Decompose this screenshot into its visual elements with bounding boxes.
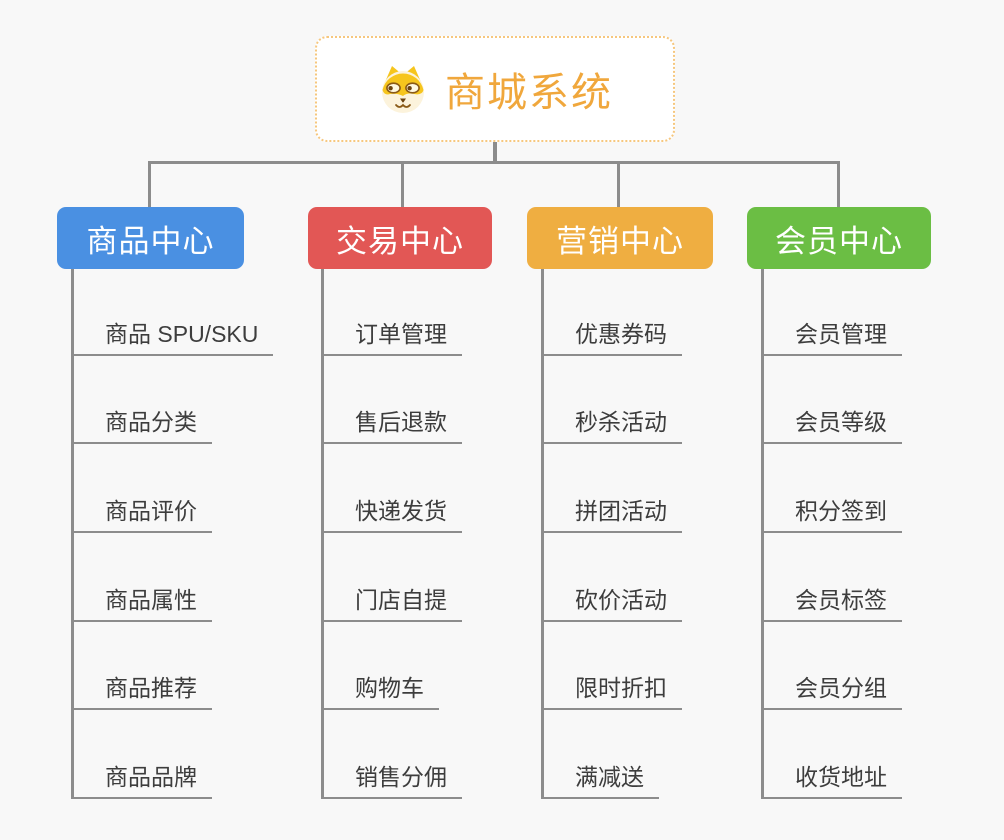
leaf-node[interactable]: 满减送 [541,757,659,799]
leaf-node[interactable]: 限时折扣 [541,668,682,710]
connector-root-drop [493,140,497,163]
leaf-node[interactable]: 会员分组 [761,668,902,710]
branch-node-marketing-center[interactable]: 营销中心 [527,207,713,269]
leaf-node[interactable]: 商品评价 [71,491,212,533]
leaf-node[interactable]: 收货地址 [761,757,902,799]
leaf-node[interactable]: 会员管理 [761,314,902,356]
leaf-node[interactable]: 积分签到 [761,491,902,533]
connector-column-rail [71,268,74,799]
connector-column-rail [761,268,764,799]
leaf-node[interactable]: 商品 SPU/SKU [71,314,274,356]
leaf-node[interactable]: 砍价活动 [541,580,682,622]
connector-branch-drop [617,161,620,210]
connector-branch-drop [148,161,151,210]
leaf-node[interactable]: 购物车 [321,668,439,710]
leaf-node[interactable]: 订单管理 [321,314,462,356]
dog-face-icon [377,63,429,115]
leaf-node[interactable]: 会员标签 [761,580,902,622]
leaf-node[interactable]: 商品分类 [71,402,212,444]
leaf-node[interactable]: 快递发货 [321,491,462,533]
branch-label: 会员中心 [775,223,903,259]
leaf-node[interactable]: 会员等级 [761,402,902,444]
leaf-node[interactable]: 拼团活动 [541,491,682,533]
leaf-node[interactable]: 商品属性 [71,580,212,622]
connector-branch-drop [837,161,840,210]
root-node-mall-system[interactable]: 商城系统 [315,36,675,142]
leaf-node[interactable]: 销售分佣 [321,757,462,799]
connector-column-rail [541,268,544,799]
leaf-node[interactable]: 商品品牌 [71,757,212,799]
leaf-node[interactable]: 商品推荐 [71,668,212,710]
connector-branch-drop [401,161,404,210]
branch-node-member-center[interactable]: 会员中心 [747,207,931,269]
leaf-node[interactable]: 优惠券码 [541,314,682,356]
root-title: 商城系统 [445,71,613,115]
branch-label: 营销中心 [556,223,684,259]
connector-trunk-horizontal [148,161,840,164]
branch-node-product-center[interactable]: 商品中心 [57,207,244,269]
leaf-node[interactable]: 门店自提 [321,580,462,622]
connector-column-rail [321,268,324,799]
leaf-node[interactable]: 售后退款 [321,402,462,444]
branch-label: 商品中心 [86,223,215,259]
branch-node-trade-center[interactable]: 交易中心 [308,207,492,269]
branch-label: 交易中心 [336,223,464,259]
leaf-node[interactable]: 秒杀活动 [541,402,682,444]
